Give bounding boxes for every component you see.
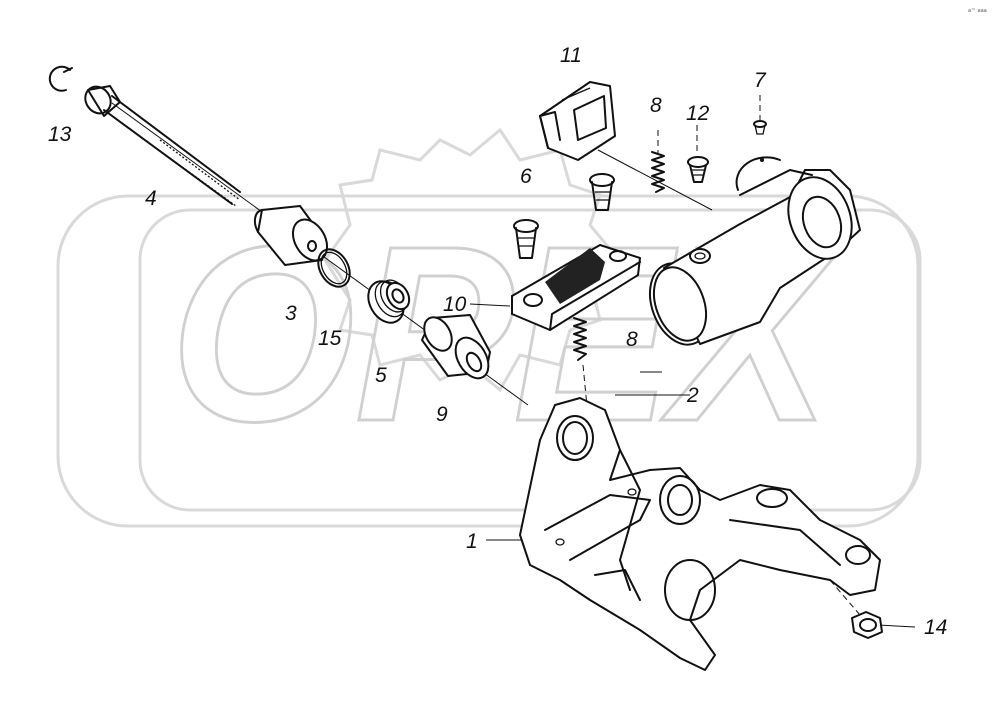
bracket-10 xyxy=(511,244,641,331)
callout-5: 5 xyxy=(375,364,387,387)
callout-6: 6 xyxy=(520,165,532,188)
callout-9: 9 xyxy=(436,403,448,426)
nut-14 xyxy=(851,611,883,639)
callout-13: 13 xyxy=(48,123,72,146)
screw-12 xyxy=(687,156,709,183)
callout-4: 4 xyxy=(145,187,157,210)
callout-7: 7 xyxy=(754,69,767,92)
main-bracket-1 xyxy=(519,397,881,671)
callout-1: 1 xyxy=(466,530,478,553)
callout-10: 10 xyxy=(443,293,467,316)
callout-labels: 13 4 3 15 5 10 9 11 6 8 8 12 7 2 1 14 xyxy=(48,44,947,639)
callout-14: 14 xyxy=(924,616,947,639)
bushing-3 xyxy=(253,205,329,266)
spring-8-lower xyxy=(573,317,587,361)
bolt-4 xyxy=(84,85,241,207)
spring-8-upper xyxy=(651,151,665,193)
retaining-ring-13 xyxy=(48,65,73,92)
callout-12: 12 xyxy=(686,102,710,125)
callout-3: 3 xyxy=(285,302,297,325)
callout-11: 11 xyxy=(560,44,582,67)
screws-6 xyxy=(513,173,615,259)
screw-7 xyxy=(753,120,767,135)
corner-mark: a™ aaa xyxy=(968,8,987,14)
callout-8-upper: 8 xyxy=(650,94,662,117)
bushing-9 xyxy=(421,314,491,380)
o-ring-15 xyxy=(317,248,351,288)
callout-15: 15 xyxy=(318,327,342,350)
grooved-bushing-5 xyxy=(367,279,411,324)
bracket-11 xyxy=(539,81,616,161)
callout-2: 2 xyxy=(686,384,699,407)
callout-8-lower: 8 xyxy=(626,328,638,351)
watermark: OPEX xyxy=(56,127,922,528)
housing-2 xyxy=(649,156,861,346)
